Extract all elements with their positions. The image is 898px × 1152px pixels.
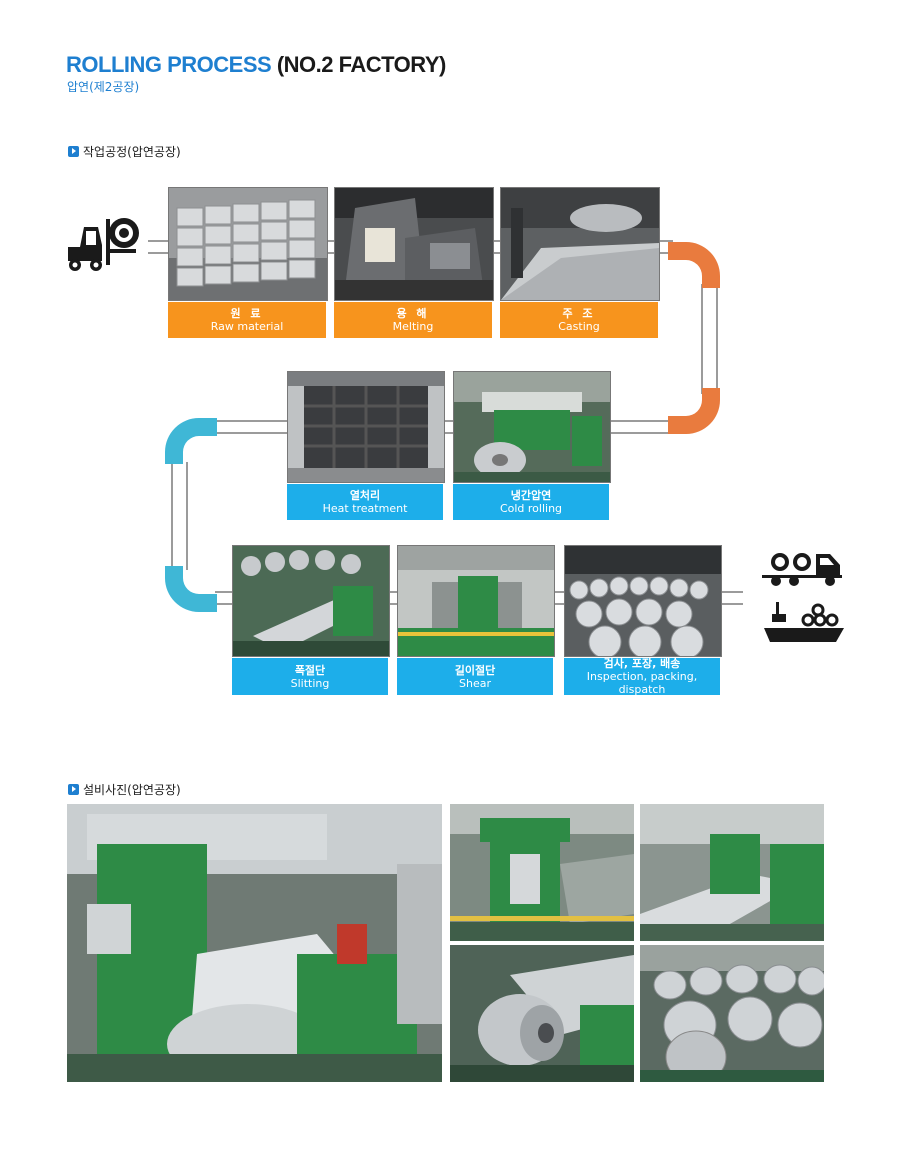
section-equipment-heading: 설비사진(압연공장) — [68, 781, 181, 798]
step-label-heat-treatment: 열처리 Heat treatment — [287, 484, 443, 520]
photo-shear — [397, 545, 555, 657]
step-label-cold-rolling: 냉간압연 Cold rolling — [453, 484, 609, 520]
photo-melting — [334, 187, 494, 301]
step-label-ko: 냉간압연 — [510, 489, 552, 502]
pipe-connector — [215, 591, 232, 605]
step-label-ko: 길이절단 — [454, 663, 496, 677]
photo-inspection-dispatch — [564, 545, 722, 657]
pipe-connector — [215, 420, 287, 434]
section-bullet-icon — [68, 146, 79, 157]
equipment-photo-5 — [640, 945, 824, 1082]
step-label-slitting: 폭절단 Slitting — [232, 658, 388, 695]
equipment-photo-4 — [450, 945, 634, 1082]
page-subtitle: 압연(제2공장) — [67, 80, 140, 94]
pipe-connector — [326, 240, 334, 254]
photo-heat-treatment — [287, 371, 445, 483]
pipe-connector-vertical — [701, 284, 718, 394]
pipe-connector — [719, 591, 743, 605]
step-label-raw-material: 원 료 Raw material — [168, 302, 326, 338]
pipe-elbow-orange — [668, 242, 720, 288]
step-label-en: Cold rolling — [499, 502, 563, 515]
forklift-icon — [68, 218, 139, 271]
pipe-elbow-orange — [668, 388, 720, 434]
photo-casting — [500, 187, 660, 301]
step-label-casting: 주 조 Casting — [500, 302, 658, 338]
step-label-melting: 용 해 Melting — [334, 302, 492, 338]
section-equipment-label: 설비사진(압연공장) — [83, 783, 181, 797]
step-label-en: Heat treatment — [322, 502, 408, 515]
photo-raw-material — [168, 187, 328, 301]
section-bullet-icon — [68, 784, 79, 795]
equipment-photo-2 — [450, 804, 634, 941]
step-label-ko: 폭절단 — [294, 663, 326, 677]
step-label-inspection: 검사, 포장, 배송 Inspection, packing, dispatch — [564, 657, 720, 696]
step-label-en: Slitting — [290, 676, 330, 690]
truck-icon — [762, 553, 842, 586]
step-label-ko: 열처리 — [349, 489, 381, 502]
pipe-connector — [610, 420, 672, 434]
title-factory: (NO.2 FACTORY) — [276, 52, 447, 77]
step-label-en: Inspection, packing, dispatch — [586, 670, 698, 696]
step-label-en: Shear — [459, 676, 491, 690]
section-process-label: 작업공정(압연공장) — [83, 145, 181, 159]
pipe-elbow-cyan — [165, 566, 217, 612]
pipe-connector-vertical — [171, 462, 188, 570]
step-label-ko: 검사, 포장, 배송 — [603, 657, 681, 670]
step-label-ko: 원 료 — [230, 307, 264, 320]
pipe-connector — [493, 240, 501, 254]
step-label-ko: 용 해 — [396, 307, 430, 320]
section-process-heading: 작업공정(압연공장) — [68, 143, 181, 160]
pipe-elbow-cyan — [165, 418, 217, 464]
page-title: ROLLING PROCESS (NO.2 FACTORY) — [66, 52, 446, 78]
pipe-connector — [388, 591, 397, 605]
title-main: ROLLING PROCESS — [66, 52, 272, 77]
pipe-connector — [148, 240, 168, 254]
step-label-en: Casting — [558, 320, 600, 333]
pipe-connector — [443, 420, 453, 434]
step-label-en: Melting — [392, 320, 434, 333]
photo-cold-rolling — [453, 371, 611, 483]
ship-icon — [764, 602, 844, 642]
equipment-photo-main — [67, 804, 442, 1082]
photo-slitting — [232, 545, 390, 657]
step-label-shear: 길이절단 Shear — [397, 658, 553, 695]
step-label-en: Raw material — [210, 320, 284, 333]
equipment-photo-3 — [640, 804, 824, 941]
step-label-ko: 주 조 — [562, 307, 596, 320]
pipe-connector — [554, 591, 564, 605]
